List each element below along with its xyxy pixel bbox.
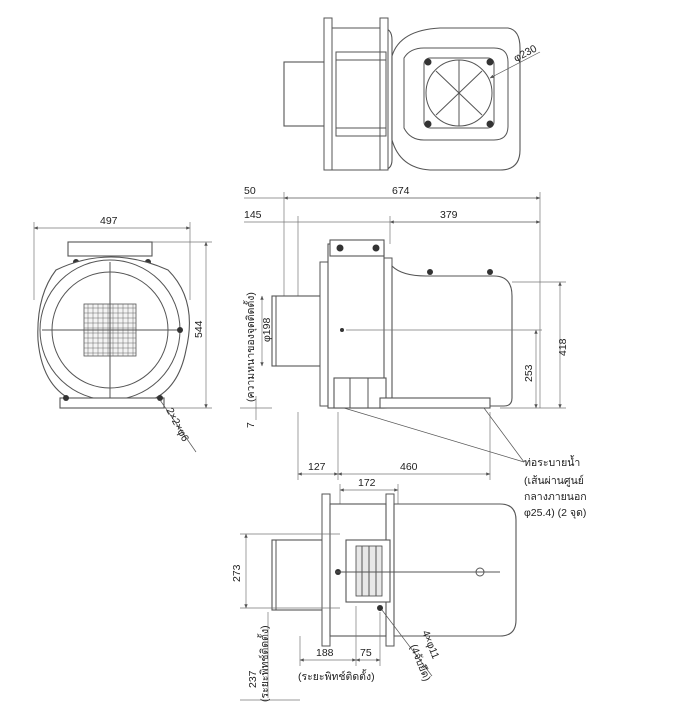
label-pitch-note-bottom: (ระยะพิทช์ติดตั้ง) bbox=[298, 669, 375, 683]
dim-offset-145: 145 bbox=[244, 209, 262, 221]
dim-overall-length: 674 bbox=[392, 185, 410, 197]
dim-bottom-172: 172 bbox=[358, 477, 376, 489]
label-drain-title: ท่อระบายน้ำ bbox=[524, 455, 580, 469]
label-pitch-note-left: (ระยะพิทช์ติดตั้ง) bbox=[257, 625, 271, 702]
dim-height-253: 253 bbox=[523, 364, 535, 382]
dim-front-height: 544 bbox=[193, 320, 205, 338]
dim-offset-50: 50 bbox=[244, 185, 256, 197]
dim-inlet-diameter: φ198 bbox=[261, 318, 273, 342]
label-inlet-center-note: (ความหนาของจุดติดตั้ง) bbox=[243, 292, 257, 402]
dim-bottom-237: 237 bbox=[247, 670, 259, 688]
dim-base-127: 127 bbox=[308, 461, 326, 473]
dim-front-width: 497 bbox=[100, 215, 118, 227]
label-drain-line3: φ25.4) (2 จุด) bbox=[524, 507, 586, 519]
top-view: φ230 bbox=[283, 17, 541, 171]
label-drain-line2: กลางภายนอก bbox=[524, 491, 587, 503]
dim-motor-length: 379 bbox=[440, 209, 458, 221]
dim-bottom-75: 75 bbox=[360, 647, 372, 659]
front-view: 497 544 bbox=[33, 215, 212, 453]
dim-base-460: 460 bbox=[400, 461, 418, 473]
dim-base-7: 7 bbox=[245, 422, 257, 428]
label-drain-line1: (เส้นผ่านศูนย์ bbox=[524, 474, 584, 487]
dim-bottom-188: 188 bbox=[316, 647, 334, 659]
side-view: 50 674 145 379 φ198 (ความหนาของจุดติดตั bbox=[240, 185, 587, 519]
dim-bottom-273: 273 bbox=[231, 564, 243, 582]
bottom-view: 172 273 237 (ระยะพิทช์ติดตั้ง) bbox=[231, 477, 517, 702]
dim-height-418: 418 bbox=[557, 338, 569, 356]
dim-front-holes: 2×2×φ6 bbox=[163, 406, 191, 444]
